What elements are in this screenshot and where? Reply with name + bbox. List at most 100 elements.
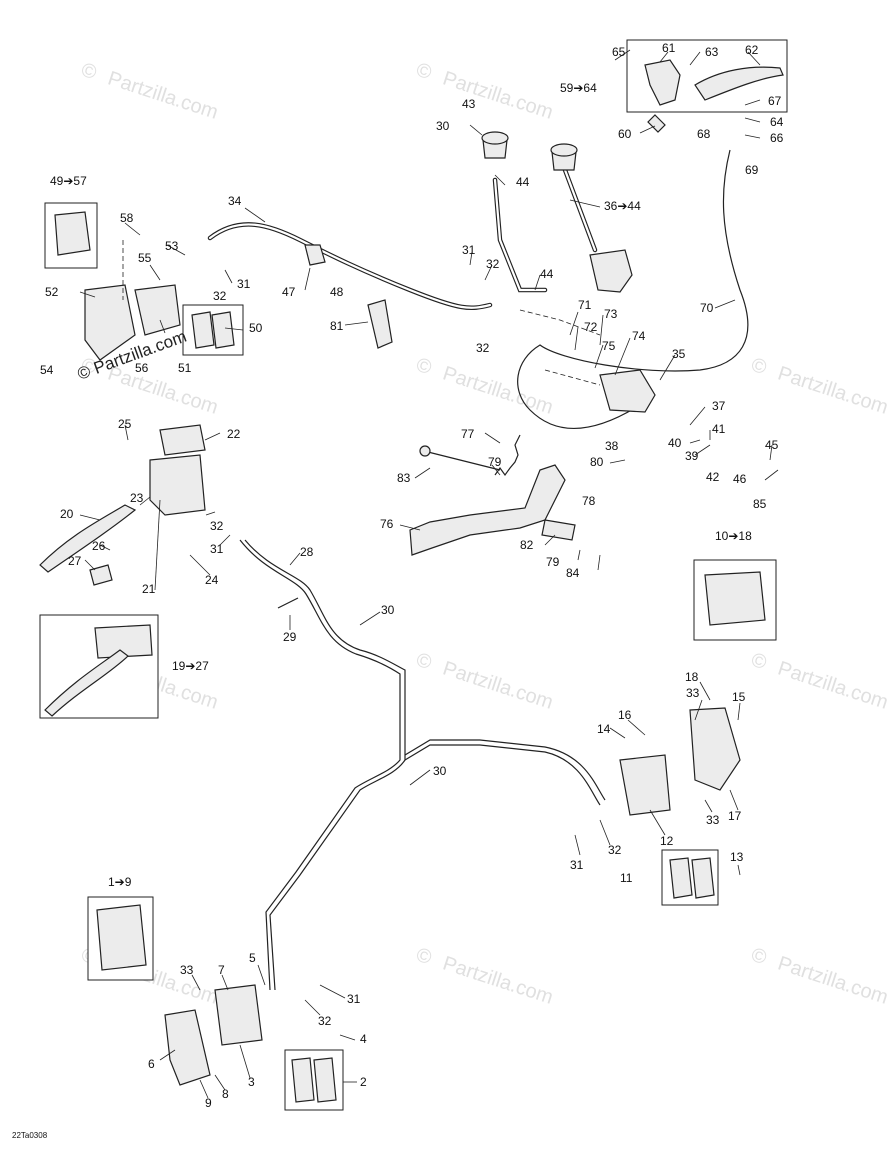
watermark-symbol: © — [78, 354, 99, 380]
callout-31-c: 31 — [210, 542, 224, 556]
caliper-3 — [214, 984, 263, 1046]
callout-29: 29 — [283, 630, 297, 644]
callout-78: 78 — [582, 494, 596, 508]
callout-37: 37 — [712, 399, 726, 413]
callout-34: 34 — [228, 194, 242, 208]
watermark-symbol: © — [413, 59, 434, 85]
caliper-55 — [134, 284, 181, 336]
watermark-symbol: © — [413, 649, 434, 675]
callout-31-e: 31 — [347, 992, 361, 1006]
master-cylinder-front — [149, 454, 206, 516]
callout-52: 52 — [45, 285, 59, 299]
callout-68: 68 — [697, 127, 711, 141]
callout-25: 25 — [118, 417, 132, 431]
brake-lever-20 — [39, 504, 137, 573]
callout-54: 54 — [40, 363, 54, 377]
spring-77 — [494, 434, 521, 477]
callout-56: 56 — [135, 361, 149, 375]
watermark-symbol: © — [748, 649, 769, 675]
callout-70: 70 — [700, 301, 714, 315]
callout-12: 12 — [660, 834, 674, 848]
callout-32-e: 32 — [608, 843, 622, 857]
callout-18: 18 — [685, 670, 699, 684]
callout-85: 85 — [753, 497, 767, 511]
boot-27 — [89, 564, 113, 586]
master-cylinder-rear — [589, 249, 633, 293]
callout-42: 42 — [706, 470, 720, 484]
callout-4: 4 — [360, 1032, 367, 1046]
callout-21: 21 — [142, 582, 156, 596]
callout-32-b: 32 — [486, 257, 500, 271]
callout-30-top: 30 — [436, 119, 450, 133]
callout-71: 71 — [578, 298, 592, 312]
brake-hose-44 — [492, 177, 548, 293]
callout-35: 35 — [672, 347, 686, 361]
callout-9: 9 — [205, 1096, 212, 1110]
watermark-layer: ©Partzilla.com ©Partzilla.com ©Partzilla… — [78, 59, 890, 1009]
callout-15: 15 — [732, 690, 746, 704]
callout-40: 40 — [668, 436, 682, 450]
watermark-symbol: © — [748, 944, 769, 970]
callout-27: 27 — [68, 554, 82, 568]
callout-11: 11 — [620, 871, 633, 885]
leader-lines — [79, 49, 779, 1099]
bolt-83 — [419, 449, 501, 471]
callout-10-18: 10➔18 — [715, 529, 752, 543]
callout-6: 6 — [148, 1057, 155, 1071]
callout-2: 2 — [360, 1075, 367, 1089]
callout-53: 53 — [165, 239, 179, 253]
watermark-text: Partzilla.com — [105, 362, 221, 418]
callout-44-b: 44 — [540, 267, 554, 281]
lever-bracket-61 — [644, 59, 681, 106]
watermark-symbol: © — [413, 354, 434, 380]
caliper-12 — [619, 754, 671, 816]
callout-63: 63 — [705, 45, 719, 59]
callout-7: 7 — [218, 963, 225, 977]
callout-66: 66 — [770, 131, 784, 145]
watermark-symbol: © — [748, 354, 769, 380]
callout-44-top: 44 — [516, 175, 530, 189]
callout-80: 80 — [590, 455, 604, 469]
callout-17: 17 — [728, 809, 742, 823]
diagram-code: 22Ta0308 — [12, 1131, 48, 1140]
callout-79-b: 79 — [546, 555, 560, 569]
cable-70 — [517, 149, 749, 430]
callout-24: 24 — [205, 573, 219, 587]
brake-pedal-76 — [409, 464, 566, 556]
callout-28: 28 — [300, 545, 314, 559]
brake-line-rear-right — [404, 744, 601, 806]
callout-73: 73 — [604, 307, 618, 321]
watermark-text: Partzilla.com — [440, 67, 556, 123]
callout-50: 50 — [249, 321, 263, 335]
callout-58: 58 — [120, 211, 134, 225]
watermark-symbol: © — [78, 59, 99, 85]
callout-77: 77 — [461, 427, 475, 441]
pin-29 — [277, 597, 299, 609]
caliper-bracket-54 — [84, 284, 136, 361]
brake-lines — [207, 149, 749, 991]
callout-59-64: 59➔64 — [560, 81, 597, 95]
watermark-text: Partzilla.com — [775, 362, 891, 418]
callout-46: 46 — [733, 472, 747, 486]
caliper-bracket-18 — [689, 707, 741, 791]
callout-20: 20 — [60, 507, 74, 521]
callout-33-a: 33 — [686, 686, 700, 700]
callout-81: 81 — [330, 319, 344, 333]
callout-39: 39 — [685, 449, 699, 463]
watermark-text: Partzilla.com — [440, 657, 556, 713]
callout-83: 83 — [397, 471, 411, 485]
fitting-47 — [304, 244, 326, 266]
callout-31-b: 31 — [462, 243, 476, 257]
callout-55: 55 — [138, 251, 152, 265]
callout-64: 64 — [770, 115, 784, 129]
callout-23: 23 — [130, 491, 144, 505]
callout-72: 72 — [584, 320, 598, 334]
callout-32-d: 32 — [210, 519, 224, 533]
callout-69: 69 — [745, 163, 759, 177]
callout-41: 41 — [712, 422, 726, 436]
callout-26: 26 — [92, 539, 106, 553]
callout-74: 74 — [632, 329, 646, 343]
callout-79-a: 79 — [488, 455, 502, 469]
callout-30-low: 30 — [433, 764, 447, 778]
